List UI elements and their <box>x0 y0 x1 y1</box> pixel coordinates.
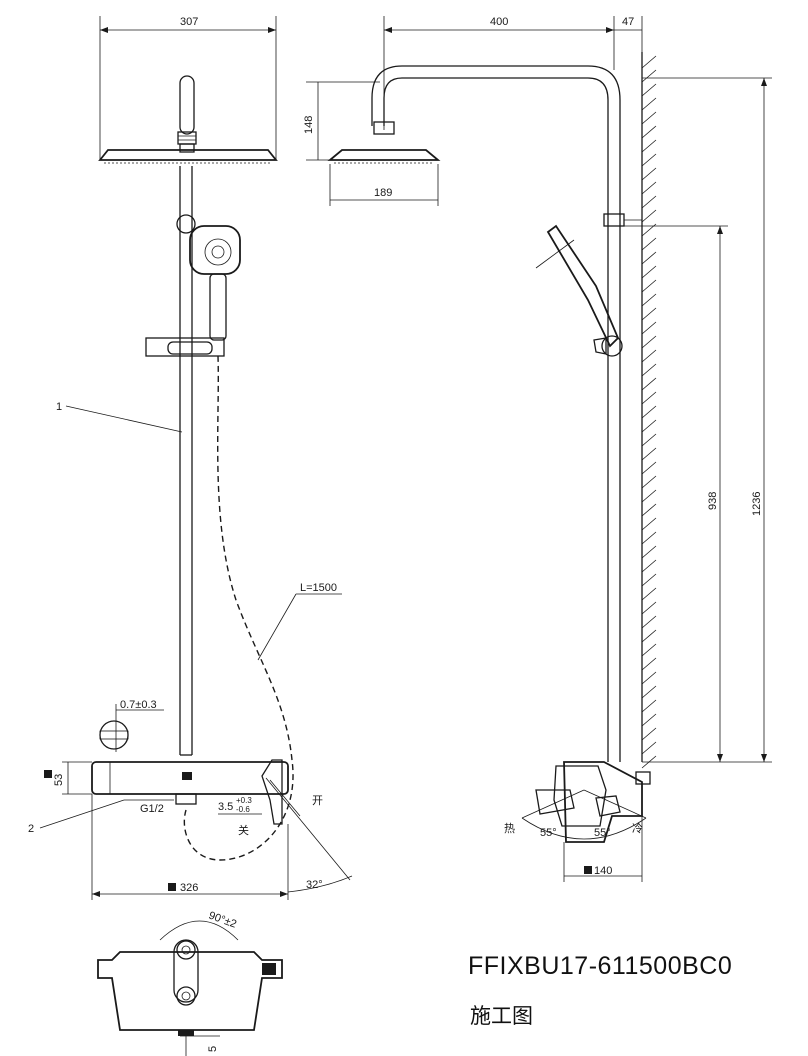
hatch-line <box>641 209 657 223</box>
dim-handle-angle-left: 55° <box>540 827 557 839</box>
dim-bottom: 5 <box>207 1046 219 1052</box>
hatch-line <box>641 321 657 335</box>
model-code: FFIXBU17-611500BC0 <box>468 952 733 980</box>
hatch-line <box>641 727 657 741</box>
hatch-line <box>641 741 657 755</box>
hatch-line <box>641 531 657 545</box>
hatch-line <box>641 153 657 167</box>
hatch-line <box>641 111 657 125</box>
label-cold: 冷 <box>632 822 643 835</box>
hatch-line <box>641 167 657 181</box>
dim-wall-offset: 47 <box>622 16 634 28</box>
hatch-line <box>641 55 657 69</box>
hatch-line <box>641 559 657 573</box>
dim-handle-angle-right: 55° <box>594 827 611 839</box>
hatch-line <box>641 279 657 293</box>
hatch-line <box>641 615 657 629</box>
hatch-line <box>641 657 657 671</box>
label-close: 关 <box>238 823 249 837</box>
hatch-line <box>641 363 657 377</box>
dim-total-height: 1236 <box>751 492 763 516</box>
hatch-line <box>641 517 657 531</box>
hatch-line <box>641 475 657 489</box>
hatch-line <box>641 545 657 559</box>
dim-head-height: 148 <box>303 116 315 134</box>
hatch-line <box>641 447 657 461</box>
hatch-line <box>641 671 657 685</box>
dim-arm-reach: 400 <box>490 16 508 28</box>
dim-thread: G1/2 <box>140 803 164 815</box>
hatch-line <box>641 125 657 139</box>
dim-lever-angle: 32° <box>306 879 323 891</box>
hatch-line <box>641 97 657 111</box>
callout-2: 2 <box>28 823 34 835</box>
hatch-line <box>641 699 657 713</box>
label-open: 开 <box>312 794 323 807</box>
front-view: 307 1 L=1500 0.7±0.3 <box>28 16 353 900</box>
wall-hatching <box>641 55 657 769</box>
hatch-line <box>641 601 657 615</box>
hatch-line <box>641 629 657 643</box>
hatch-line <box>641 265 657 279</box>
hatch-line <box>641 573 657 587</box>
top-view: 90°±2 5 <box>97 910 283 1056</box>
hatch-line <box>641 587 657 601</box>
hatch-line <box>641 377 657 391</box>
hatch-line <box>641 293 657 307</box>
dim-valve-width: 326 <box>180 882 198 894</box>
hatch-line <box>641 83 657 97</box>
hatch-line <box>641 181 657 195</box>
hatch-line <box>641 643 657 657</box>
dim-hose-length: L=1500 <box>300 582 337 594</box>
dim-valve-height: 53 <box>53 774 65 786</box>
hatch-line <box>641 69 657 83</box>
dim-valve-depth: 140 <box>594 865 612 877</box>
dim-head-diameter: 189 <box>374 187 392 199</box>
hatch-line <box>641 713 657 727</box>
label-hot: 热 <box>504 822 515 835</box>
dim-slider-height: 938 <box>707 492 719 510</box>
hatch-line <box>641 335 657 349</box>
hatch-line <box>641 503 657 517</box>
hatch-line <box>641 685 657 699</box>
callout-1: 1 <box>56 401 62 413</box>
drawing-title: 施工图 <box>470 1004 533 1028</box>
dim-head-width: 307 <box>180 16 198 28</box>
hatch-line <box>641 391 657 405</box>
hatch-line <box>641 251 657 265</box>
hatch-line <box>641 307 657 321</box>
hatch-line <box>641 139 657 153</box>
hatch-line <box>641 195 657 209</box>
hatch-line <box>641 405 657 419</box>
hatch-line <box>641 461 657 475</box>
hatch-line <box>641 237 657 251</box>
hatch-line <box>641 349 657 363</box>
hatch-line <box>641 433 657 447</box>
side-view: 400 47 148 189 <box>303 16 772 882</box>
hatch-line <box>641 419 657 433</box>
hatch-line <box>641 489 657 503</box>
dim-tolerance-up: +0.3 <box>236 796 252 805</box>
dim-gap: 0.7±0.3 <box>120 699 157 711</box>
dim-tolerance-base: 3.5 <box>218 801 233 813</box>
dim-tolerance-down: -0.6 <box>236 805 250 814</box>
